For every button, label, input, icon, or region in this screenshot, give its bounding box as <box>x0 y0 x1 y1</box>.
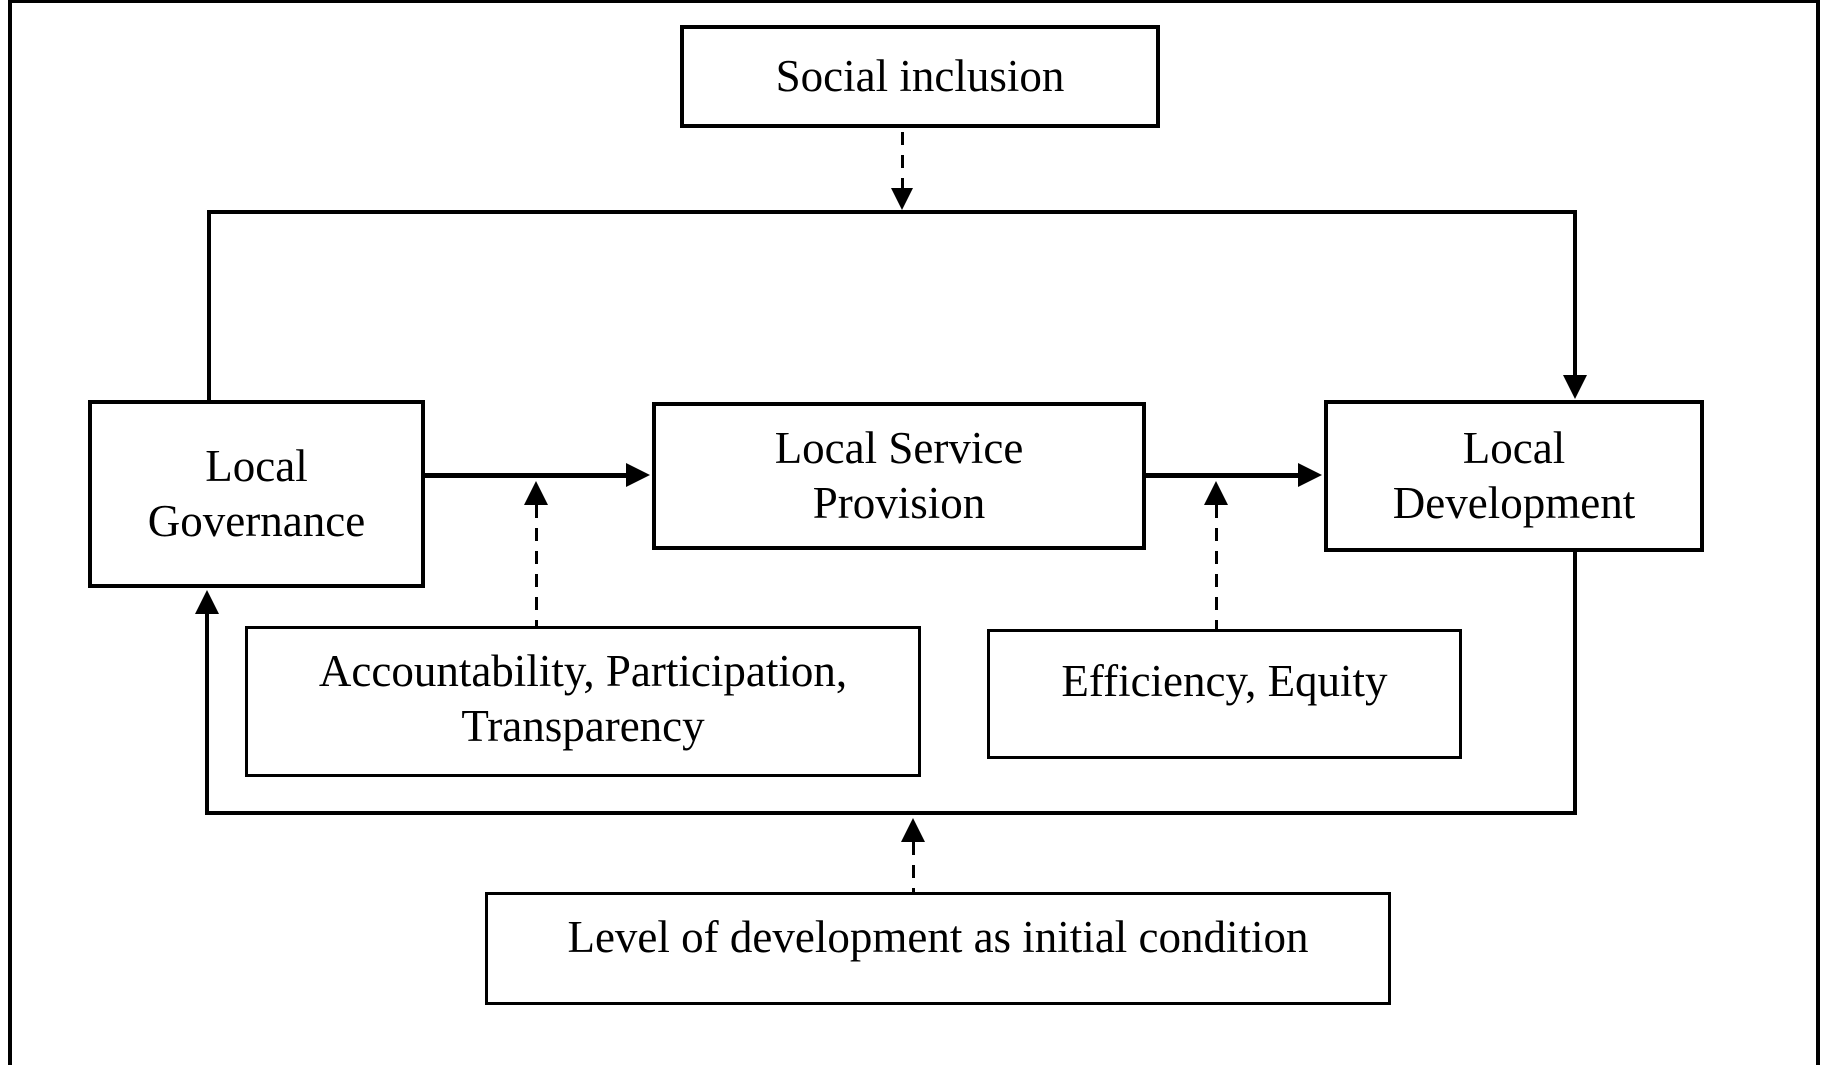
edge-governance-development-rail <box>207 210 1577 214</box>
edge-feedback-right-segment <box>1573 552 1577 815</box>
edge-development-down-arrowhead <box>1563 375 1587 399</box>
edge-development-down-segment <box>1573 210 1577 376</box>
edge-social-inclusion-arrowhead <box>891 188 913 210</box>
node-accountability-line1: Accountability, Participation, <box>318 645 848 696</box>
node-local-service-provision-line2: Provision <box>812 478 986 528</box>
edge-efficiency-arrowhead <box>1204 481 1228 505</box>
node-local-service-provision-line1: Local Service <box>774 423 1024 474</box>
edge-governance-service-line <box>425 473 628 478</box>
node-local-service-provision: Local Service Provision <box>652 402 1146 550</box>
node-local-governance: Local Governance <box>88 400 425 588</box>
node-efficiency-equity: Efficiency, Equity <box>987 629 1462 759</box>
frame-top-border <box>8 0 1820 3</box>
node-initial-condition-label: Level of development as initial conditio… <box>567 912 1309 963</box>
edge-efficiency-dashed-line <box>1215 505 1218 629</box>
node-social-inclusion-label: Social inclusion <box>775 51 1065 102</box>
edge-initial-condition-arrowhead <box>901 818 925 842</box>
frame-right-border <box>1816 0 1820 1065</box>
edge-feedback-bottom-line <box>205 811 1577 815</box>
edge-social-inclusion-dashed-line <box>901 132 904 188</box>
frame-left-border <box>8 0 12 1065</box>
node-local-governance-line2: Governance <box>147 496 366 546</box>
node-local-development: Local Development <box>1324 400 1704 552</box>
node-efficiency-equity-label: Efficiency, Equity <box>1061 655 1388 706</box>
edge-service-development-line <box>1146 473 1300 478</box>
node-social-inclusion: Social inclusion <box>680 25 1160 128</box>
node-initial-condition: Level of development as initial conditio… <box>485 892 1391 1005</box>
edge-service-development-arrowhead <box>1298 463 1322 487</box>
node-local-development-line2: Development <box>1392 478 1636 528</box>
edge-governance-service-arrowhead <box>626 463 650 487</box>
edge-accountability-arrowhead <box>524 481 548 505</box>
edge-governance-up-segment <box>207 210 211 400</box>
edge-initial-condition-dashed-line <box>912 842 915 892</box>
edge-feedback-arrowhead <box>195 590 219 614</box>
edge-accountability-dashed-line <box>535 505 538 626</box>
node-accountability: Accountability, Participation, Transpare… <box>245 626 921 777</box>
edge-feedback-left-segment <box>205 613 209 813</box>
node-accountability-line2: Transparency <box>461 700 705 751</box>
node-local-governance-line1: Local <box>205 441 308 492</box>
node-local-development-line1: Local <box>1462 423 1566 474</box>
